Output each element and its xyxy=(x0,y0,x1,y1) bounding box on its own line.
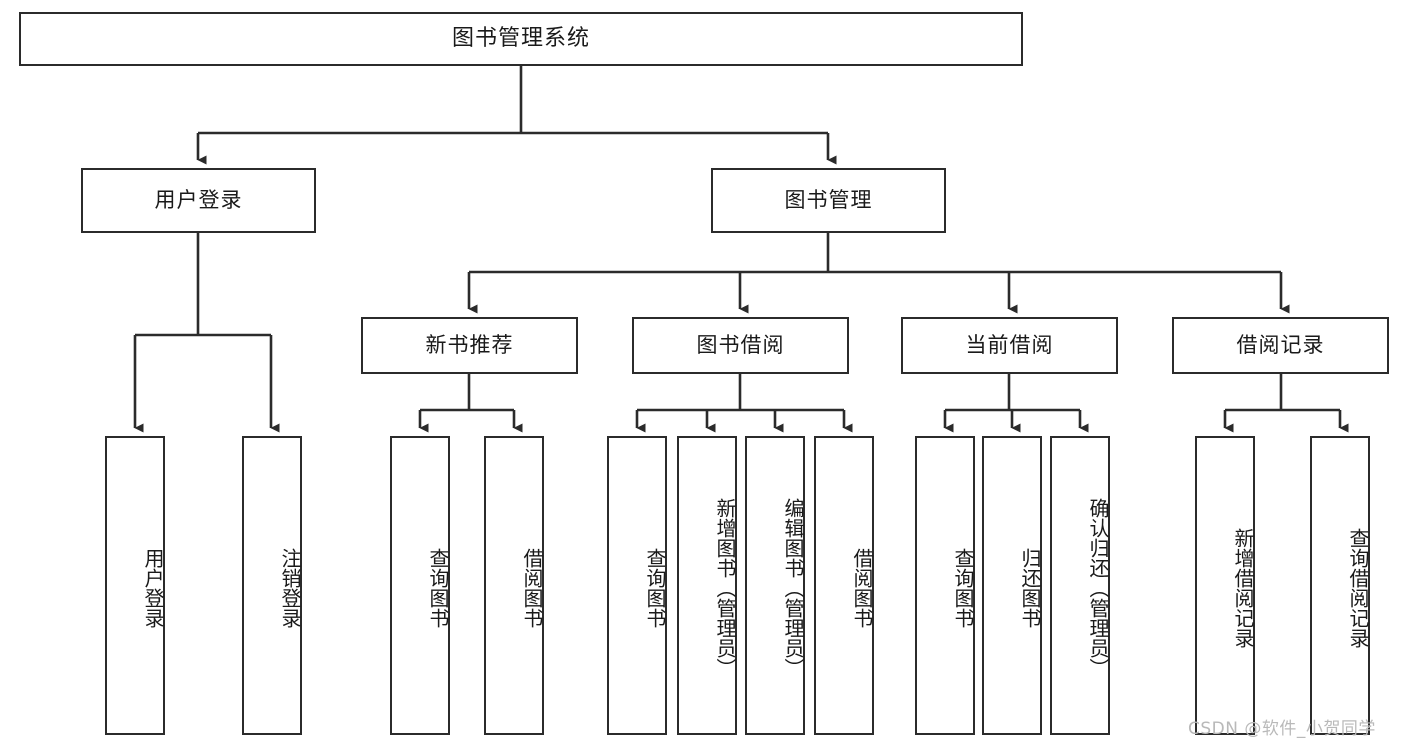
leaf-query-book-current[interactable]: 查询图书 xyxy=(915,436,975,735)
leaf-add-book-admin[interactable]: 新增图书（管理员） xyxy=(677,436,737,735)
leaf-user-login[interactable]: 用户登录 xyxy=(105,436,165,735)
leaf-borrow-book-recommend[interactable]: 借阅图书 xyxy=(484,436,544,735)
node-book-management[interactable]: 图书管理 xyxy=(711,168,946,233)
leaf-query-borrow-record[interactable]: 查询借阅记录 xyxy=(1310,436,1370,735)
leaf-borrow-book[interactable]: 借阅图书 xyxy=(814,436,874,735)
node-borrow-records[interactable]: 借阅记录 xyxy=(1172,317,1389,374)
leaf-return-book[interactable]: 归还图书 xyxy=(982,436,1042,735)
leaf-query-book-recommend[interactable]: 查询图书 xyxy=(390,436,450,735)
leaf-edit-book-admin[interactable]: 编辑图书（管理员） xyxy=(745,436,805,735)
node-user-login[interactable]: 用户登录 xyxy=(81,168,316,233)
node-current-borrow[interactable]: 当前借阅 xyxy=(901,317,1118,374)
leaf-add-borrow-record[interactable]: 新增借阅记录 xyxy=(1195,436,1255,735)
csdn-watermark: CSDN @软件_小贺同学 xyxy=(1188,719,1376,739)
node-book-borrow[interactable]: 图书借阅 xyxy=(632,317,849,374)
node-new-book-recommend[interactable]: 新书推荐 xyxy=(361,317,578,374)
node-book-management-system[interactable]: 图书管理系统 xyxy=(19,12,1023,66)
leaf-query-book-borrow[interactable]: 查询图书 xyxy=(607,436,667,735)
leaf-confirm-return-admin[interactable]: 确认归还（管理员） xyxy=(1050,436,1110,735)
leaf-logout-login[interactable]: 注销登录 xyxy=(242,436,302,735)
